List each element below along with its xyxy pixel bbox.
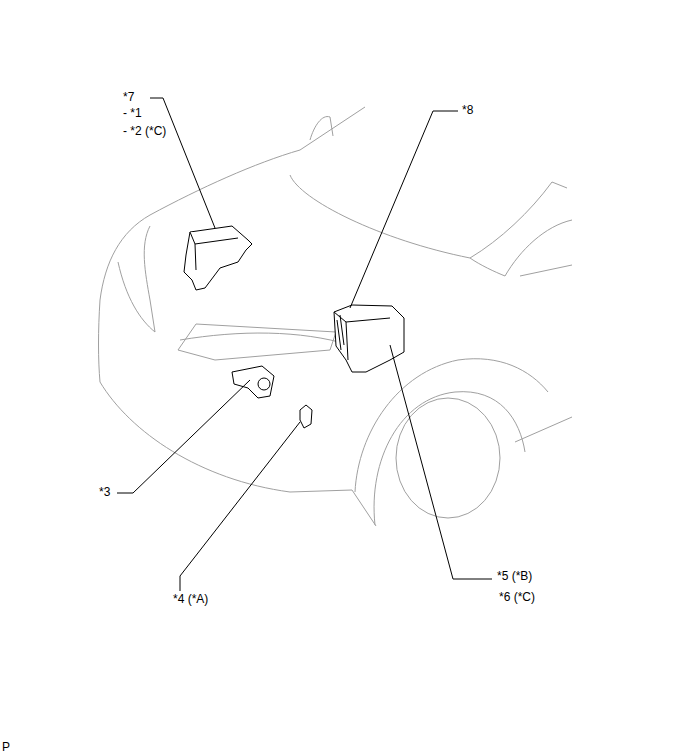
callout-number: *3 bbox=[99, 485, 110, 499]
callout-number: *5 (*B) bbox=[497, 569, 532, 583]
car-body bbox=[99, 107, 573, 526]
callout-number: *7 bbox=[123, 90, 134, 104]
sub-callout: - *2 (*C) bbox=[123, 124, 166, 138]
sub-callout: - *1 bbox=[123, 106, 142, 120]
page-mark: P bbox=[2, 740, 10, 754]
callout-number: *4 (*A) bbox=[173, 592, 208, 606]
components bbox=[184, 226, 404, 428]
callout-number: *6 (*C) bbox=[499, 590, 535, 604]
leader-lines bbox=[117, 98, 492, 591]
callout-number: *8 bbox=[462, 103, 473, 117]
